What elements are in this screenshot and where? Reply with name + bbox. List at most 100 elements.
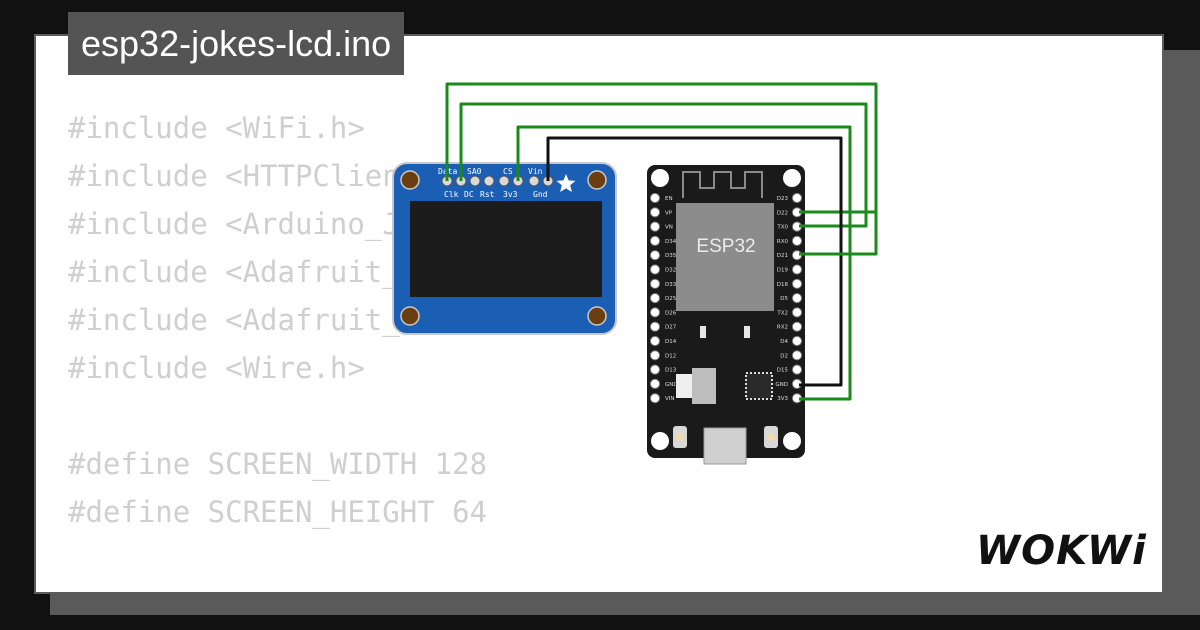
- label-sa0: SA0: [467, 167, 482, 176]
- oled-display-module[interactable]: Data SA0 CS Vin Clk DC Rst 3v3 Gnd: [392, 162, 617, 335]
- mount-hole: [651, 432, 669, 450]
- mount-hole: [400, 306, 420, 326]
- pin-label: D23: [777, 196, 789, 202]
- oled-screen: [410, 201, 602, 297]
- pin-label: TX2: [776, 310, 788, 316]
- pin-right-d23[interactable]: [791, 192, 803, 204]
- code-line: [68, 392, 1162, 440]
- pin-label: D26: [665, 310, 677, 316]
- esp32-chip-label: ESP32: [696, 236, 755, 257]
- esp32-right-pin-header[interactable]: D23D22TX0RX0D21D19D18D5TX2RX2D4D2D15GND3…: [775, 192, 803, 404]
- code-line: #define SCREEN_WIDTH 128: [68, 447, 488, 481]
- pin-left-d33[interactable]: [649, 278, 661, 289]
- pin-label: D15: [777, 368, 789, 374]
- boot-button-cap[interactable]: [676, 433, 684, 441]
- mount-hole: [651, 169, 669, 187]
- voltage-regulator: [676, 374, 692, 398]
- mount-hole: [400, 170, 420, 190]
- smd-component: [744, 326, 750, 338]
- pin-label: GND: [665, 382, 678, 388]
- voltage-regulator-body: [692, 368, 716, 404]
- pin-sa0[interactable]: [469, 175, 481, 187]
- pin-label: D27: [665, 325, 677, 331]
- pin-label: D25: [665, 296, 677, 302]
- mount-hole: [783, 169, 801, 187]
- pin-vin[interactable]: [528, 175, 540, 187]
- pin-left-d26[interactable]: [649, 307, 661, 318]
- pin-left-d27[interactable]: [649, 321, 661, 332]
- pin-label: D35: [665, 253, 677, 259]
- pin-label: D34: [665, 239, 677, 245]
- label-vin: Vin: [528, 167, 543, 176]
- pin-label: D14: [665, 339, 677, 345]
- pin-right-d5[interactable]: [791, 293, 803, 304]
- mount-hole: [587, 306, 607, 326]
- pin-left-d32[interactable]: [649, 264, 661, 275]
- star-icon: [556, 174, 576, 192]
- pin-right-rx0[interactable]: [791, 235, 803, 246]
- pin-left-gnd[interactable]: [649, 378, 661, 389]
- wires[interactable]: [445, 82, 878, 401]
- pin-right-d18[interactable]: [791, 278, 803, 289]
- pin-label: VN: [665, 225, 673, 231]
- pin-left-vn[interactable]: [649, 221, 661, 232]
- label-dc: DC: [464, 190, 474, 199]
- pin-label: D2: [780, 353, 788, 359]
- pin-left-d14[interactable]: [649, 335, 661, 347]
- pin-label: D32: [665, 268, 676, 274]
- pin-left-vp[interactable]: [649, 207, 661, 218]
- label-cs: CS: [503, 167, 513, 176]
- pin-right-rx2[interactable]: [791, 321, 803, 332]
- pin-label: GND: [775, 382, 788, 388]
- esp32-module: [676, 203, 774, 311]
- pin-right-d19[interactable]: [791, 264, 803, 275]
- wire-clk-to-d22[interactable]: [459, 102, 868, 228]
- pin-label: D13: [665, 368, 677, 374]
- pin-left-d13[interactable]: [649, 364, 661, 375]
- usb-uart-chip: [745, 372, 773, 400]
- pin-label: TX0: [776, 225, 788, 231]
- wokwi-logo[interactable]: WOKWi: [976, 528, 1147, 574]
- pin-left-vin[interactable]: [649, 393, 661, 404]
- pin-left-d12[interactable]: [649, 350, 661, 361]
- pin-rst[interactable]: [483, 175, 495, 187]
- pin-label: D18: [777, 282, 789, 288]
- project-title[interactable]: esp32-jokes-lcd.ino: [68, 12, 405, 75]
- pin-right-tx2[interactable]: [791, 307, 803, 318]
- pin-left-en[interactable]: [649, 192, 661, 204]
- code-line: #include <Wire.h>: [68, 351, 365, 385]
- code-line: #include <WiFi.h>: [68, 111, 365, 145]
- label-gnd: Gnd: [533, 190, 548, 199]
- pin-left-d25[interactable]: [649, 293, 661, 304]
- pin-label: VIN: [665, 396, 675, 402]
- code-line: Adafruit_SSD1306 display(SCREEN_WIDTH, S…: [68, 584, 1162, 592]
- pin-label: D19: [777, 268, 789, 274]
- pin-label: D12: [665, 353, 676, 359]
- antenna-trace: [682, 171, 763, 198]
- wire-3v3-to-3v3[interactable]: [516, 125, 852, 401]
- pin-label: RX0: [777, 239, 789, 245]
- pin-label: VP: [665, 210, 673, 216]
- wire-gnd-to-gnd[interactable]: [546, 136, 843, 387]
- pin-label: D33: [665, 282, 677, 288]
- pin-right-d4[interactable]: [791, 335, 803, 347]
- mount-hole: [783, 432, 801, 450]
- pin-label: 3V3: [777, 396, 788, 402]
- micro-usb-port[interactable]: [703, 427, 747, 465]
- pin-left-d35[interactable]: [649, 250, 661, 261]
- pin-cs[interactable]: [498, 175, 510, 187]
- mount-hole: [587, 170, 607, 190]
- pin-label: RX2: [777, 325, 788, 331]
- pin-right-d2[interactable]: [791, 350, 803, 361]
- pin-right-d15[interactable]: [791, 364, 803, 375]
- label-rst: Rst: [480, 190, 495, 199]
- pin-label: D21: [777, 253, 788, 259]
- esp32-left-pin-header[interactable]: ENVPVND34D35D32D33D25D26D27D14D12D13GNDV…: [649, 192, 678, 404]
- reset-button-cap[interactable]: [767, 433, 775, 441]
- esp32-board[interactable]: ESP32 ENVPVND34D35D32D33D25D26D27D14D12D…: [647, 165, 805, 465]
- pin-left-d34[interactable]: [649, 235, 661, 246]
- wire-dc-to-d21[interactable]: [799, 212, 878, 256]
- pin-label: D22: [777, 210, 788, 216]
- label-3v3: 3v3: [503, 190, 518, 199]
